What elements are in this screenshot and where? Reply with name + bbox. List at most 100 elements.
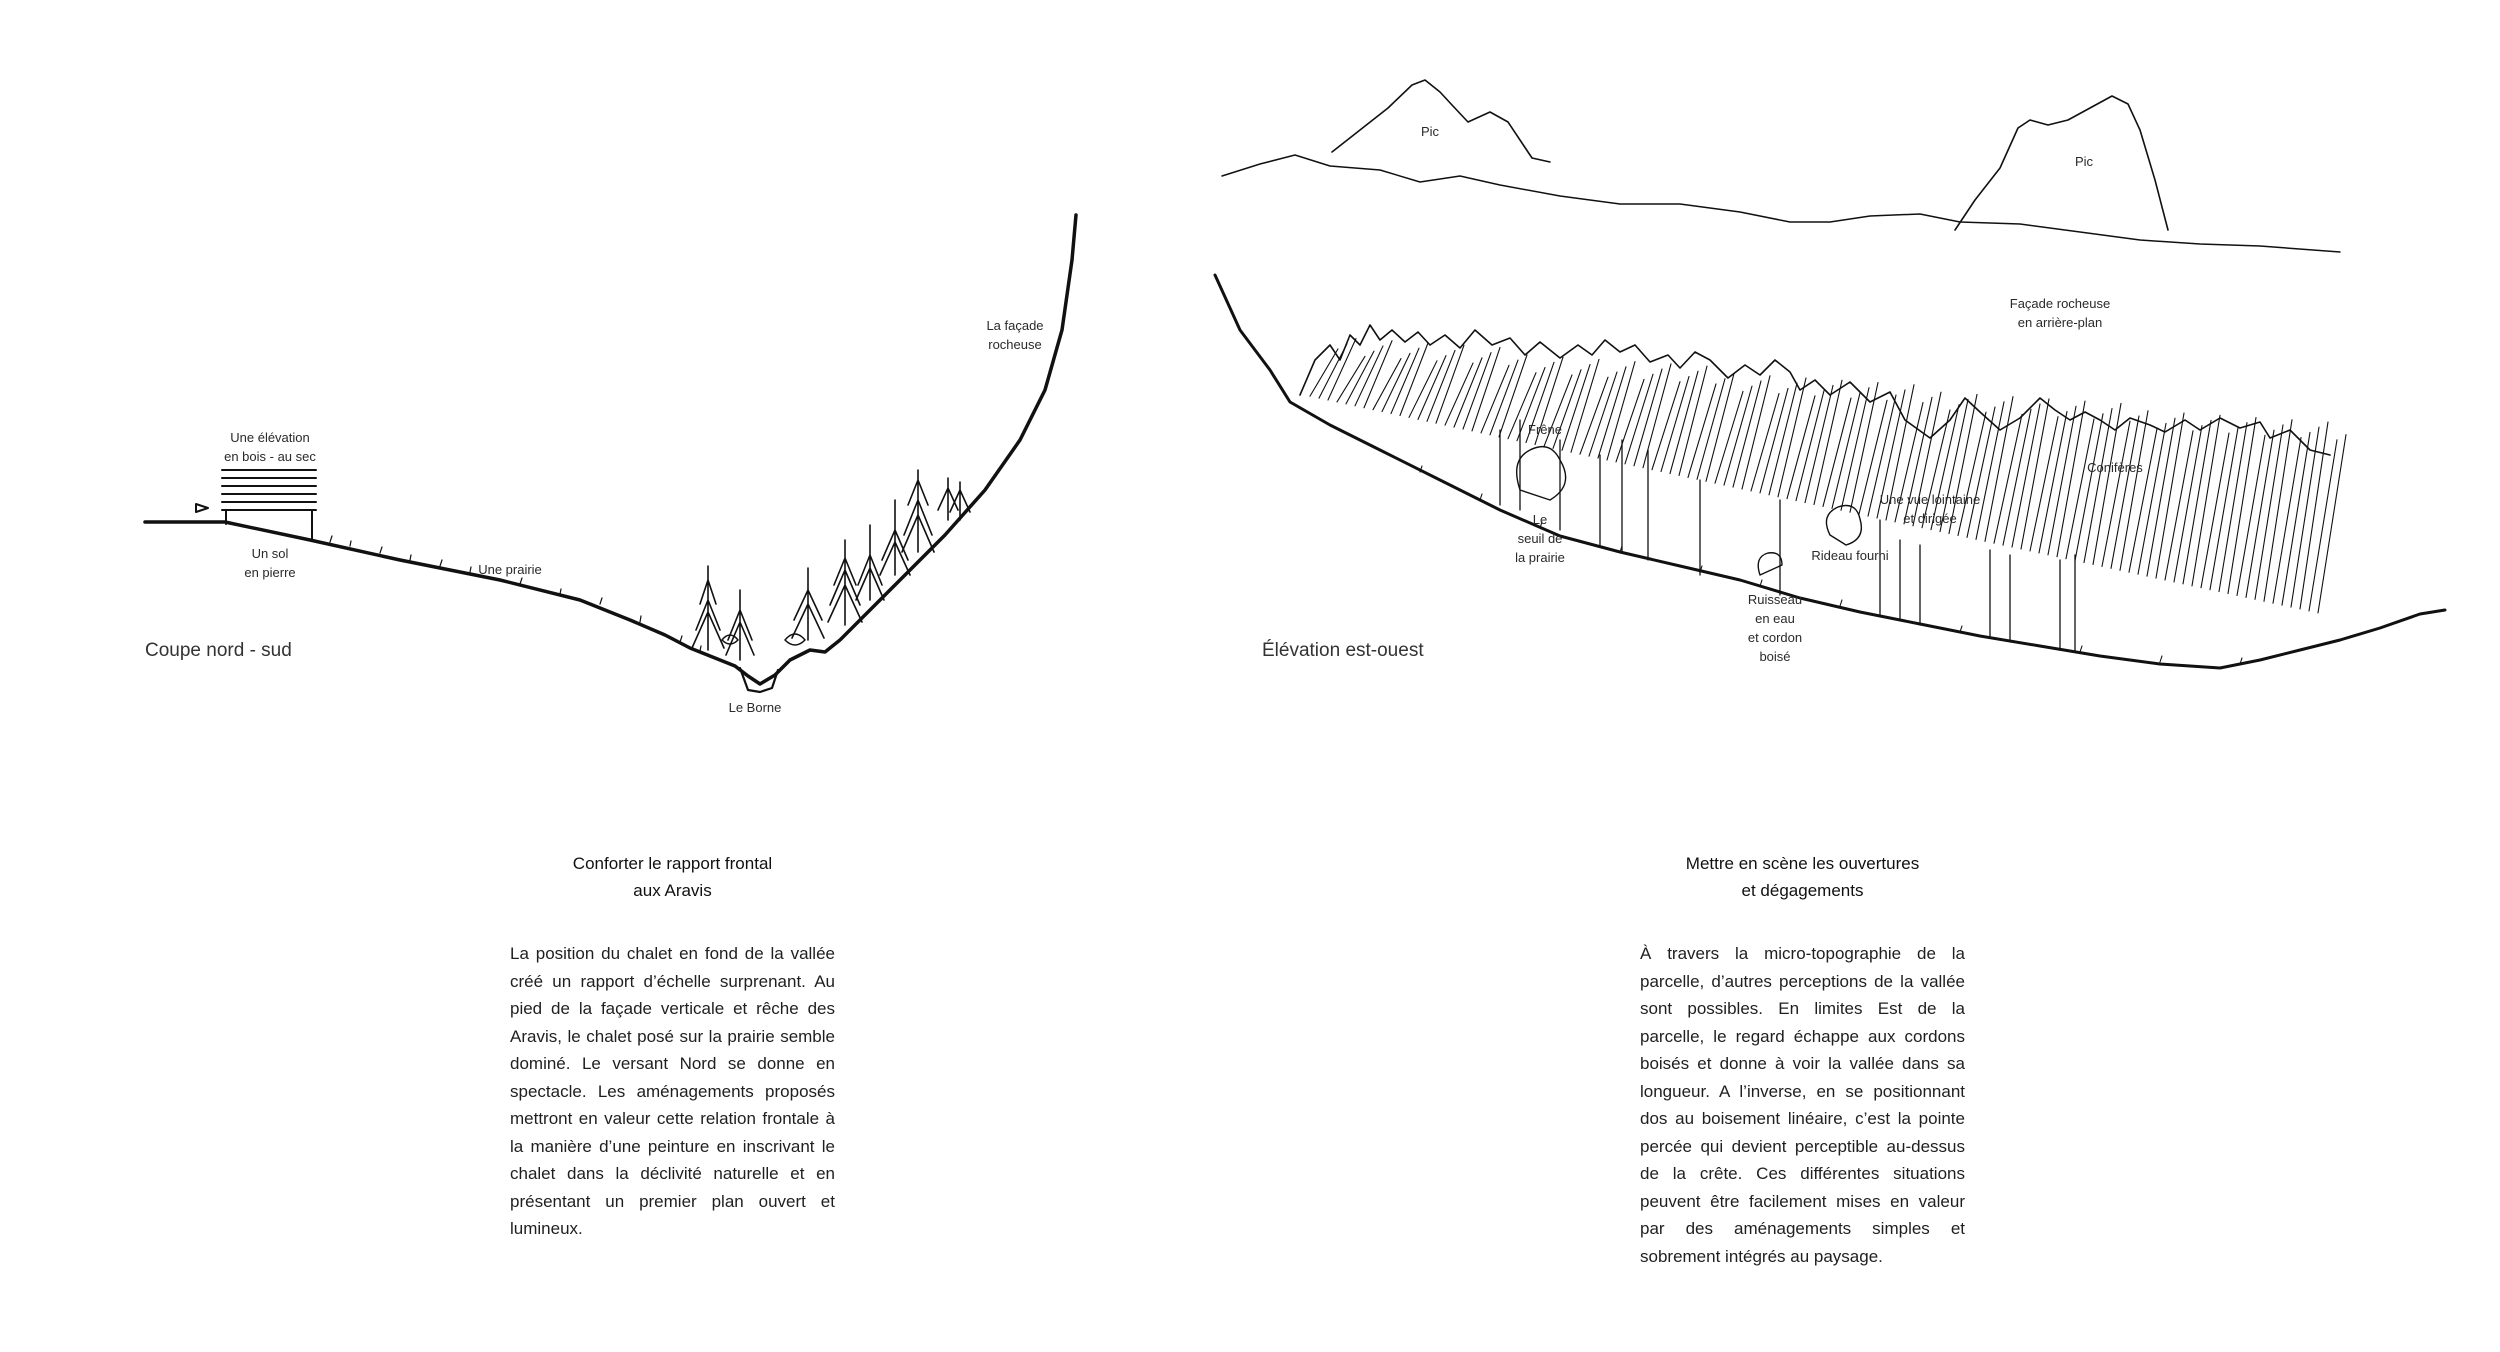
hatch-stroke xyxy=(1318,343,1348,399)
label-elevation-bois: Une élévation en bois - au sec xyxy=(224,430,316,464)
hatch-stroke xyxy=(1849,381,1879,513)
label-coniferes: Conifères xyxy=(2087,460,2143,475)
hatch-stroke xyxy=(2200,432,2230,589)
hatch-stroke xyxy=(1507,372,1537,440)
hatch-stroke xyxy=(1354,345,1384,407)
hatch-stroke xyxy=(1561,364,1591,451)
hatch-stroke xyxy=(1822,397,1852,507)
hatch-stroke xyxy=(1660,375,1690,473)
elevation-east-west-drawing xyxy=(1213,79,2447,670)
hatch-stroke xyxy=(2299,421,2329,610)
hatch-stroke xyxy=(1381,352,1411,413)
hatch-stroke xyxy=(1480,364,1510,434)
hatch-stroke xyxy=(1678,365,1708,477)
hatch-stroke xyxy=(1831,392,1861,509)
hatch-stroke xyxy=(1363,340,1393,409)
hatch-stroke xyxy=(1894,401,1924,523)
hatch-stroke xyxy=(1750,393,1780,492)
section-north-south-drawing xyxy=(143,213,1078,694)
hatch-stroke xyxy=(2047,405,2077,556)
label-facade-rocheuse: La façade rocheuse xyxy=(986,318,1044,352)
hatch-stroke xyxy=(1984,396,2014,542)
river-notch xyxy=(738,666,780,694)
hatch-stroke xyxy=(2083,408,2113,564)
hatch-stroke xyxy=(1759,387,1789,494)
hatch-stroke xyxy=(2209,427,2239,591)
hatch-stroke xyxy=(1795,390,1825,502)
boulders xyxy=(721,633,806,646)
hatch-stroke xyxy=(1615,378,1645,463)
ground-profile xyxy=(143,213,1078,686)
hatch-stroke xyxy=(1309,348,1339,397)
hatch-stroke xyxy=(2182,419,2212,585)
hatch-stroke xyxy=(2101,420,2131,567)
hatch-stroke xyxy=(1552,369,1582,449)
pic-left-outline xyxy=(1331,79,1551,163)
hatch-stroke xyxy=(1435,344,1465,424)
valley-ground xyxy=(1213,273,2447,670)
hatch-stroke xyxy=(1471,346,1501,432)
hatch-stroke xyxy=(2065,418,2095,560)
hatch-stroke xyxy=(1669,370,1699,475)
hatch-stroke xyxy=(1903,396,1933,525)
hatch-stroke xyxy=(1885,384,1915,521)
hatch-stroke xyxy=(1948,393,1978,535)
hatch-stroke xyxy=(2272,437,2302,604)
caption-coupe-nord-sud: Coupe nord - sud xyxy=(145,640,292,661)
pic-right-outline xyxy=(1954,95,2169,231)
forest-silhouette xyxy=(1299,324,2331,456)
hatch-stroke xyxy=(1543,374,1573,448)
label-sol-pierre: Un sol en pierre xyxy=(244,546,296,580)
hatch-stroke xyxy=(1813,379,1843,506)
conifer-trees-left xyxy=(691,469,971,661)
hatch-stroke xyxy=(1696,378,1726,480)
hatch-stroke xyxy=(1723,385,1753,486)
hatch-stroke xyxy=(1534,356,1564,446)
hatch-stroke xyxy=(1912,391,1942,527)
ground-tufts xyxy=(1419,465,2243,665)
shrubs xyxy=(1516,446,1863,576)
hatch-stroke xyxy=(2029,416,2059,552)
hatch-stroke xyxy=(1930,404,1960,531)
hatch-stroke xyxy=(1804,384,1834,504)
hatch-stroke xyxy=(1687,383,1717,478)
label-le-borne: Le Borne xyxy=(728,700,782,715)
hatch-stroke xyxy=(2146,417,2176,577)
hatch-stroke xyxy=(2254,424,2284,600)
hatch-stroke xyxy=(2074,413,2104,562)
hatch-stroke xyxy=(2038,410,2068,554)
label-vue-lointaine: Une vue lointaine et dirigée xyxy=(1879,492,1981,526)
hatch-stroke xyxy=(1705,372,1735,482)
hatch-stroke xyxy=(1624,373,1654,465)
hatch-stroke xyxy=(1588,371,1618,457)
hatch-stroke xyxy=(2011,403,2041,548)
hatch-stroke xyxy=(1966,406,1996,538)
hatch-stroke xyxy=(2155,412,2185,579)
hatch-stroke xyxy=(1462,352,1492,430)
hatch-stroke xyxy=(2218,422,2248,593)
hatch-stroke xyxy=(1777,377,1807,498)
hatch-stroke xyxy=(1606,361,1636,461)
hatch-stroke xyxy=(1975,401,2005,540)
hatch-stroke xyxy=(2245,429,2275,598)
tree-trunks xyxy=(1499,419,2076,653)
hatch-stroke xyxy=(1921,409,1951,529)
label-pic-right: Pic xyxy=(2074,154,2094,169)
label-facade-arriere-plan: Façade rocheuse en arrière-plan xyxy=(2009,296,2111,330)
hatch-stroke xyxy=(2317,434,2347,614)
hatch-stroke xyxy=(1939,399,1969,533)
hatch-stroke xyxy=(2227,416,2257,595)
left-section-body: La position du chalet en fond de la vall… xyxy=(510,944,835,1238)
hatch-stroke xyxy=(1867,394,1897,517)
label-prairie: Une prairie xyxy=(478,562,542,577)
hatch-stroke xyxy=(2128,428,2158,573)
right-section-title: Mettre en scène les ouvertures et dégage… xyxy=(1685,854,1920,900)
hatch-stroke xyxy=(1858,399,1888,515)
left-section-title: Conforter le rapport frontal aux Aravis xyxy=(572,854,773,900)
chalet-elevation xyxy=(195,469,317,541)
hatch-stroke xyxy=(1597,366,1627,459)
label-seuil-prairie: Le seuil de la prairie xyxy=(1515,512,1565,565)
label-rideau-fourni: Rideau fourni xyxy=(1811,548,1889,563)
grass-tufts xyxy=(329,535,702,652)
